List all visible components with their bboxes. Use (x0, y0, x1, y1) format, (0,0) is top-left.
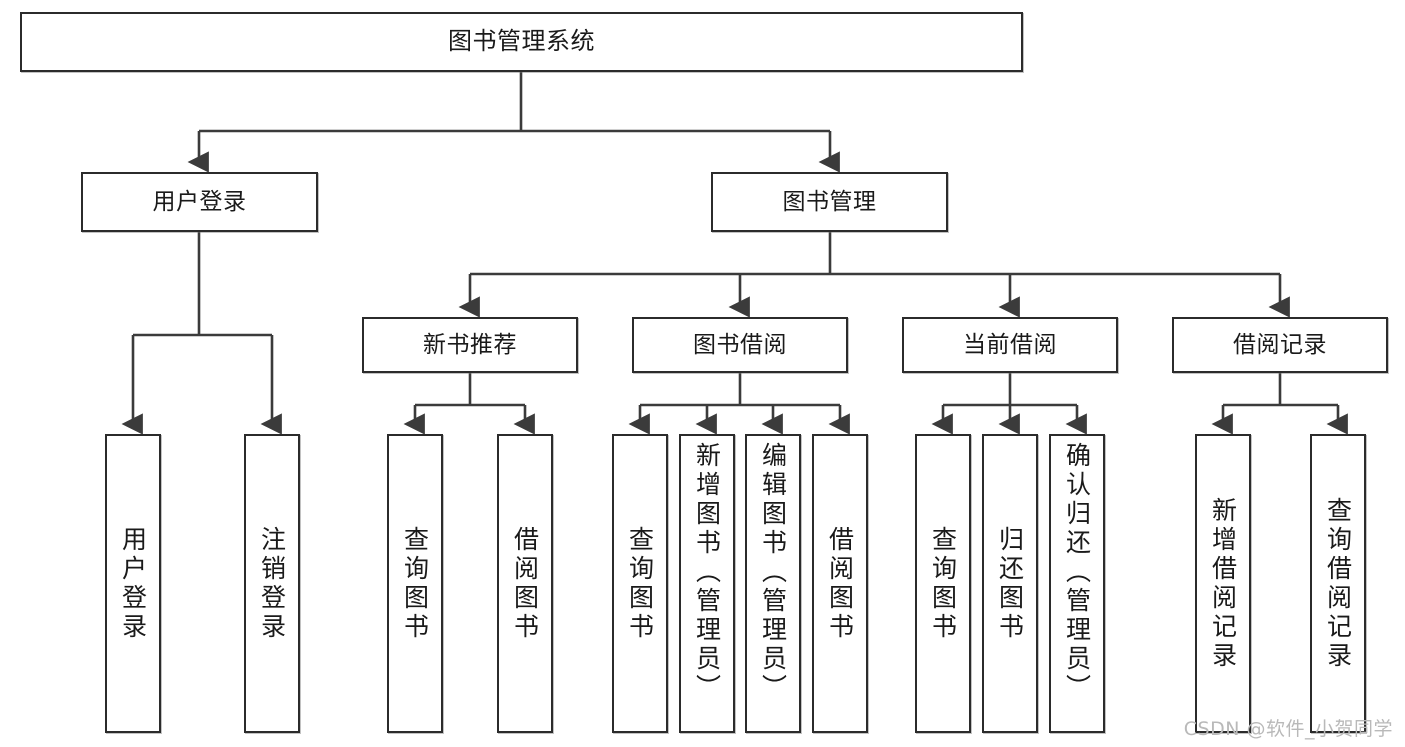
node-label: 用户登录 (152, 188, 247, 215)
node-leaf-query-borrow-record[interactable]: 查询借阅记录 (1310, 434, 1366, 733)
node-label: 借阅图书 (825, 525, 855, 642)
node-label: 当前借阅 (963, 331, 1057, 358)
node-label: 用户登录 (118, 525, 148, 642)
node-user-login[interactable]: 用户登录 (81, 172, 318, 232)
node-label: 查询图书 (625, 525, 655, 642)
node-leaf-confirm-return[interactable]: 确认归还（管理员） (1049, 434, 1105, 733)
node-borrow-record[interactable]: 借阅记录 (1172, 317, 1388, 373)
node-label: 确认归还（管理员） (1062, 442, 1092, 703)
node-label: 图书借阅 (693, 331, 787, 358)
node-book-management[interactable]: 图书管理 (711, 172, 948, 232)
node-leaf-borrow-book[interactable]: 借阅图书 (812, 434, 868, 733)
node-leaf-add-borrow-record[interactable]: 新增借阅记录 (1195, 434, 1251, 733)
node-label: 注销登录 (257, 525, 287, 642)
node-leaf-logout[interactable]: 注销登录 (244, 434, 300, 733)
node-label: 图书管理系统 (448, 27, 595, 56)
watermark-text: CSDN @软件_小贺同学 (1183, 718, 1393, 740)
node-leaf-add-book[interactable]: 新增图书（管理员） (679, 434, 735, 733)
node-label: 图书管理 (782, 188, 877, 215)
node-new-book-recommend[interactable]: 新书推荐 (362, 317, 578, 373)
node-current-borrow[interactable]: 当前借阅 (902, 317, 1118, 373)
node-leaf-query-book-recommend[interactable]: 查询图书 (387, 434, 443, 733)
node-leaf-borrow-book-recommend[interactable]: 借阅图书 (497, 434, 553, 733)
node-leaf-user-login[interactable]: 用户登录 (105, 434, 161, 733)
node-label: 编辑图书（管理员） (758, 442, 788, 703)
node-label: 新增借阅记录 (1208, 496, 1238, 671)
node-label: 归还图书 (995, 525, 1025, 642)
node-root-book-management-system[interactable]: 图书管理系统 (20, 12, 1023, 72)
node-label: 借阅记录 (1233, 331, 1327, 358)
node-book-borrow[interactable]: 图书借阅 (632, 317, 848, 373)
node-label: 查询图书 (928, 525, 958, 642)
node-leaf-query-book-borrow[interactable]: 查询图书 (612, 434, 668, 733)
node-label: 借阅图书 (510, 525, 540, 642)
node-leaf-query-book-current[interactable]: 查询图书 (915, 434, 971, 733)
node-label: 查询图书 (400, 525, 430, 642)
node-label: 查询借阅记录 (1323, 496, 1353, 671)
node-label: 新书推荐 (423, 331, 517, 358)
node-label: 新增图书（管理员） (692, 442, 722, 703)
node-leaf-return-book[interactable]: 归还图书 (982, 434, 1038, 733)
node-leaf-edit-book[interactable]: 编辑图书（管理员） (745, 434, 801, 733)
